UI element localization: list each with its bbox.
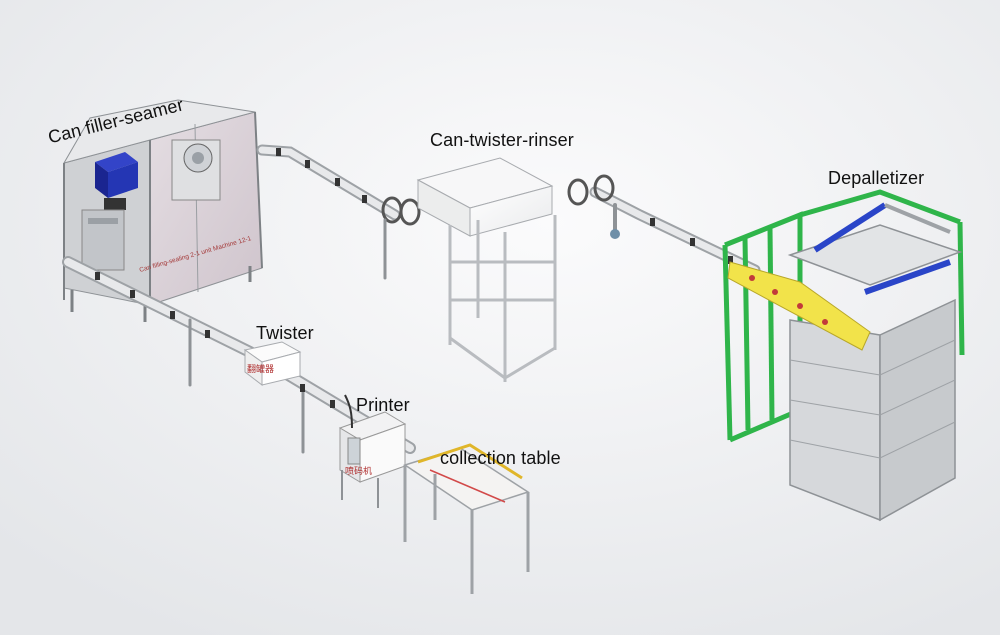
printer-machine: 喷码机	[338, 394, 407, 508]
rinser-machine	[416, 157, 557, 382]
twister-machine: 翻罐器	[243, 341, 302, 387]
depalletizer-label: Depalletizer	[828, 168, 925, 188]
collection-table	[403, 443, 530, 594]
twister-box-label: 翻罐器	[247, 363, 274, 375]
rinser-label: Can-twister-rinser	[430, 130, 574, 150]
printer-box-label: 喷码机	[345, 465, 372, 477]
printer-label: Printer	[356, 395, 410, 415]
collection-table-label: collection table	[440, 448, 561, 468]
filler-seamer-machine: Can filling-sealing 2-1 unit Machine 12-…	[62, 99, 263, 322]
depalletizer-machine	[722, 189, 965, 522]
twister-label: Twister	[256, 323, 314, 343]
